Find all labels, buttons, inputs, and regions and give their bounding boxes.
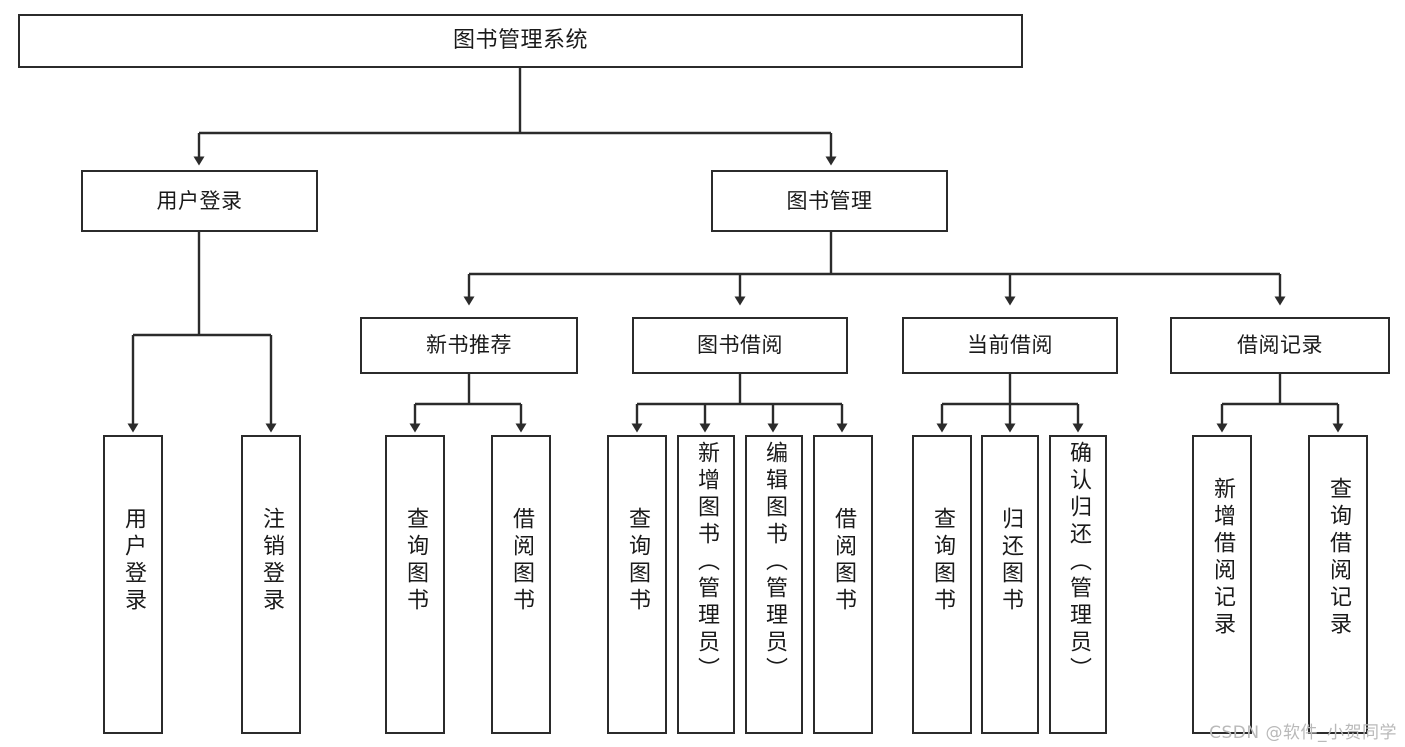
node-label: 新书推荐 bbox=[426, 333, 512, 358]
node-leaf-return-book[interactable]: 归还图书 bbox=[981, 435, 1039, 734]
node-label: 查询图书 bbox=[930, 507, 955, 615]
node-book-borrow[interactable]: 图书借阅 bbox=[632, 317, 848, 374]
node-borrow-record[interactable]: 借阅记录 bbox=[1170, 317, 1390, 374]
node-leaf-query-book-recommend[interactable]: 查询图书 bbox=[385, 435, 445, 734]
node-label: 查询借阅记录 bbox=[1326, 477, 1351, 639]
node-label: 确认归还（管理员） bbox=[1066, 441, 1091, 684]
node-label: 用户登录 bbox=[121, 507, 146, 615]
node-book-manage[interactable]: 图书管理 bbox=[711, 170, 948, 232]
node-leaf-query-borrow-record[interactable]: 查询借阅记录 bbox=[1308, 435, 1368, 734]
node-label: 查询图书 bbox=[625, 507, 650, 615]
node-label: 借阅记录 bbox=[1237, 333, 1323, 358]
node-new-book-recommend[interactable]: 新书推荐 bbox=[360, 317, 578, 374]
node-root-book-management-system[interactable]: 图书管理系统 bbox=[18, 14, 1023, 68]
node-label: 查询图书 bbox=[403, 507, 428, 615]
node-leaf-user-login[interactable]: 用户登录 bbox=[103, 435, 163, 734]
node-leaf-add-borrow-record[interactable]: 新增借阅记录 bbox=[1192, 435, 1252, 734]
node-label: 归还图书 bbox=[998, 507, 1023, 615]
node-label: 图书借阅 bbox=[697, 333, 783, 358]
node-label: 图书管理 bbox=[786, 188, 873, 213]
node-label: 编辑图书（管理员） bbox=[762, 441, 787, 684]
node-leaf-borrow-book-borrow[interactable]: 借阅图书 bbox=[813, 435, 873, 734]
csdn-watermark: CSDN @软件_小贺同学 bbox=[1209, 723, 1397, 743]
node-user-login[interactable]: 用户登录 bbox=[81, 170, 318, 232]
node-leaf-query-book-borrow[interactable]: 查询图书 bbox=[607, 435, 667, 734]
node-leaf-logout-login[interactable]: 注销登录 bbox=[241, 435, 301, 734]
node-label: 借阅图书 bbox=[509, 507, 534, 615]
node-label: 借阅图书 bbox=[831, 507, 856, 615]
node-leaf-confirm-return-admin[interactable]: 确认归还（管理员） bbox=[1049, 435, 1107, 734]
node-label: 图书管理系统 bbox=[452, 28, 588, 54]
node-label: 用户登录 bbox=[156, 188, 243, 213]
node-current-borrow[interactable]: 当前借阅 bbox=[902, 317, 1118, 374]
node-leaf-add-book-admin[interactable]: 新增图书（管理员） bbox=[677, 435, 735, 734]
node-leaf-borrow-book-recommend[interactable]: 借阅图书 bbox=[491, 435, 551, 734]
node-leaf-edit-book-admin[interactable]: 编辑图书（管理员） bbox=[745, 435, 803, 734]
node-label: 新增图书（管理员） bbox=[694, 441, 719, 684]
node-label: 新增借阅记录 bbox=[1210, 477, 1235, 639]
node-leaf-query-book-current[interactable]: 查询图书 bbox=[912, 435, 972, 734]
node-label: 注销登录 bbox=[259, 507, 284, 615]
node-label: 当前借阅 bbox=[967, 333, 1053, 358]
